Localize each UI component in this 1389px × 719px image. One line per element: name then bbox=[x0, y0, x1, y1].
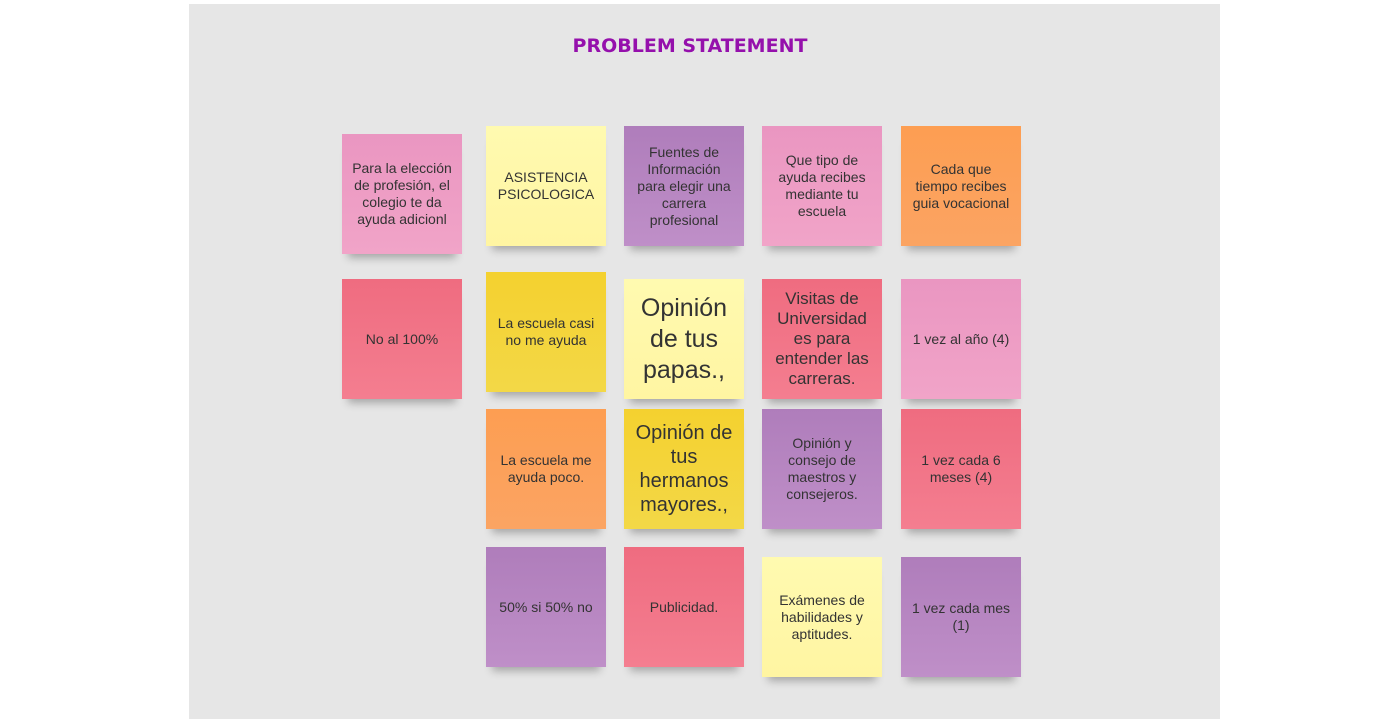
sticky-note-text: ASISTENCIA PSICOLOGICA bbox=[497, 169, 595, 202]
sticky-note[interactable]: Opinión de tus papas., bbox=[624, 279, 744, 399]
sticky-note-text: Exámenes de habilidades y aptitudes. bbox=[779, 591, 865, 642]
sticky-note-text: 50% si 50% no bbox=[499, 598, 593, 615]
sticky-note-text: La escuela me ayuda poco. bbox=[500, 452, 592, 485]
sticky-note[interactable]: 1 vez al año (4) bbox=[901, 279, 1021, 399]
sticky-note[interactable]: ASISTENCIA PSICOLOGICA bbox=[486, 126, 606, 246]
sticky-note[interactable]: Que tipo de ayuda recibes mediante tu es… bbox=[762, 126, 882, 246]
sticky-note[interactable]: La escuela casi no me ayuda bbox=[486, 272, 606, 392]
sticky-note-text: No al 100% bbox=[365, 330, 439, 347]
sticky-note-text: Visitas de Universidad es para entender … bbox=[775, 289, 869, 388]
sticky-note[interactable]: Para la elección de profesión, el colegi… bbox=[342, 134, 462, 254]
sticky-note-text: 1 vez cada 6 meses (4) bbox=[921, 452, 1001, 485]
sticky-note-text: Opinión de tus hermanos mayores., bbox=[635, 422, 733, 516]
sticky-note[interactable]: Opinión de tus hermanos mayores., bbox=[624, 409, 744, 529]
sticky-note-text: Opinión y consejo de maestros y consejer… bbox=[786, 435, 858, 502]
sticky-note-text: Cada que tiempo recibes guia vocacional bbox=[912, 160, 1010, 211]
sticky-note[interactable]: Opinión y consejo de maestros y consejer… bbox=[762, 409, 882, 529]
sticky-note-text: 1 vez al año (4) bbox=[912, 330, 1010, 347]
sticky-note[interactable]: 1 vez cada 6 meses (4) bbox=[901, 409, 1021, 529]
sticky-note-text: Opinión de tus papas., bbox=[640, 293, 728, 384]
sticky-note[interactable]: Exámenes de habilidades y aptitudes. bbox=[762, 557, 882, 677]
sticky-note[interactable]: Publicidad. bbox=[624, 547, 744, 667]
sticky-note[interactable]: Fuentes de Información para elegir una c… bbox=[624, 126, 744, 246]
sticky-note[interactable]: 1 vez cada mes (1) bbox=[901, 557, 1021, 677]
sticky-note[interactable]: No al 100% bbox=[342, 279, 462, 399]
sticky-note-text: Que tipo de ayuda recibes mediante tu es… bbox=[778, 152, 866, 219]
sticky-note-text: Para la elección de profesión, el colegi… bbox=[352, 160, 452, 227]
sticky-note[interactable]: Cada que tiempo recibes guia vocacional bbox=[901, 126, 1021, 246]
sticky-note-text: La escuela casi no me ayuda bbox=[497, 315, 595, 348]
sticky-note[interactable]: 50% si 50% no bbox=[486, 547, 606, 667]
sticky-note[interactable]: Visitas de Universidad es para entender … bbox=[762, 279, 882, 399]
sticky-note-text: 1 vez cada mes (1) bbox=[911, 600, 1011, 633]
sticky-note-text: Fuentes de Información para elegir una c… bbox=[637, 143, 731, 228]
sticky-note[interactable]: La escuela me ayuda poco. bbox=[486, 409, 606, 529]
sticky-note-text: Publicidad. bbox=[649, 598, 719, 615]
board-title: PROBLEM STATEMENT bbox=[572, 35, 808, 57]
whiteboard-canvas[interactable]: PROBLEM STATEMENT Para la elección de pr… bbox=[189, 4, 1220, 719]
